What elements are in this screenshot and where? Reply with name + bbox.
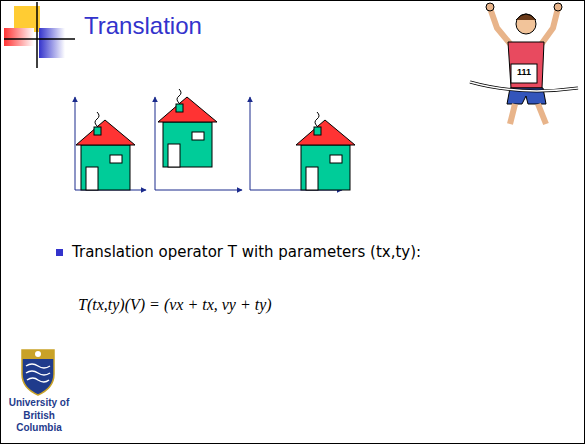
logo-text: University of British Columbia <box>2 397 76 435</box>
house-figure <box>155 89 242 190</box>
bullet-text: Translation operator T with parameters (… <box>72 243 421 261</box>
corner-decoration <box>4 2 75 68</box>
runner-clipart <box>470 3 578 124</box>
bib-number: 111 <box>511 67 537 77</box>
slide-title: Translation <box>84 12 202 40</box>
ubc-crest <box>22 350 54 395</box>
formula: T(tx,ty)(V) = (vx + tx, vy + ty) <box>78 296 272 314</box>
house-figure <box>75 97 146 190</box>
house-figure <box>250 97 355 190</box>
bullet-marker <box>56 249 63 256</box>
